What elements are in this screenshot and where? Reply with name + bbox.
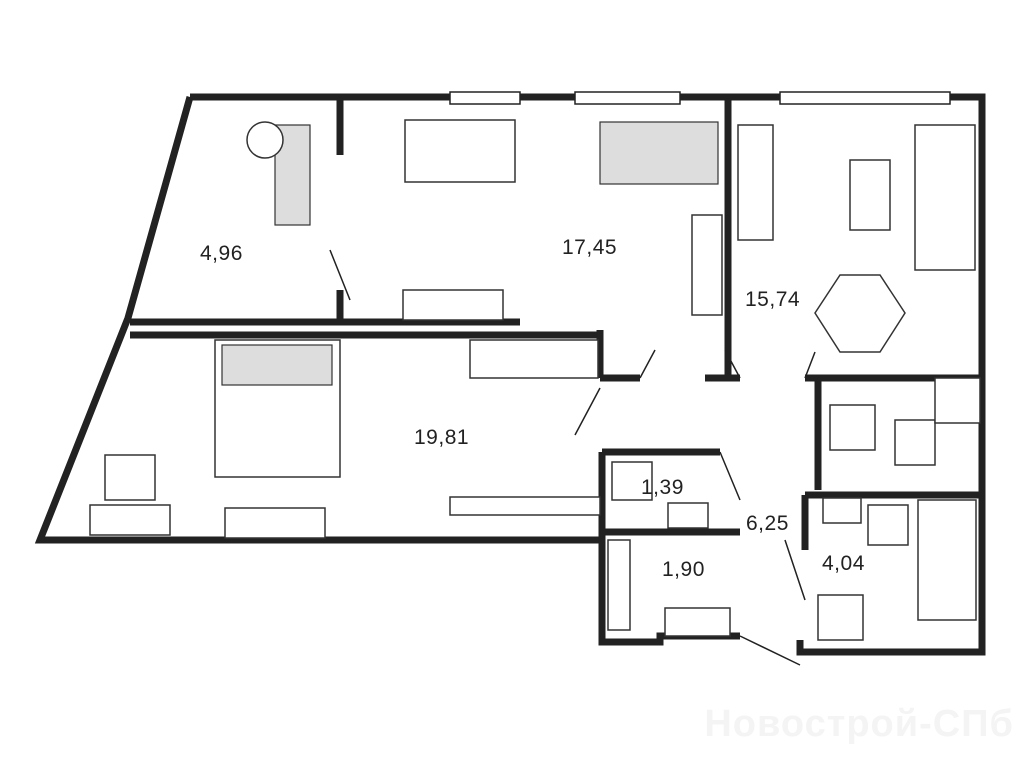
table [849, 159, 891, 231]
room-area-bathroom: 4,04 [822, 552, 865, 575]
wardrobe [737, 124, 774, 241]
room-area-balcony: 4,96 [200, 242, 243, 265]
room-area-wc: 1,39 [641, 476, 684, 499]
room-area-bedroom-left: 19,81 [414, 426, 470, 449]
desk [224, 507, 326, 539]
toilet [867, 504, 909, 546]
kitchen-counter [691, 214, 723, 316]
room-area-hall: 6,25 [746, 512, 789, 535]
room-area-wardrobe: 1,90 [662, 558, 705, 581]
stove [894, 419, 936, 466]
window [779, 91, 951, 105]
washbasin [822, 497, 862, 524]
sofa [404, 119, 516, 183]
rack [607, 539, 631, 631]
wardrobe [469, 339, 599, 379]
room-area-bedroom-right: 15,74 [745, 288, 801, 311]
sink [829, 404, 876, 451]
fridge [934, 377, 981, 424]
desk [89, 504, 171, 536]
plant-box [104, 454, 156, 501]
bed [599, 121, 719, 185]
lamp [246, 121, 284, 159]
shelf [449, 496, 601, 516]
tv-stand [402, 289, 504, 321]
door [329, 249, 816, 666]
washing-machine [817, 594, 864, 641]
dining-table [814, 274, 906, 353]
outer-wall [190, 93, 986, 656]
washbasin [667, 502, 709, 529]
watermark: Новострой-СПб [704, 703, 1014, 745]
toilet [611, 461, 653, 501]
window [574, 91, 681, 105]
shelf [664, 607, 731, 637]
window [449, 91, 521, 105]
bathtub [917, 499, 977, 621]
pillows [221, 344, 333, 386]
sofa [914, 124, 976, 271]
outer-wall-left [34, 96, 602, 544]
room-area-living: 17,45 [562, 236, 618, 259]
